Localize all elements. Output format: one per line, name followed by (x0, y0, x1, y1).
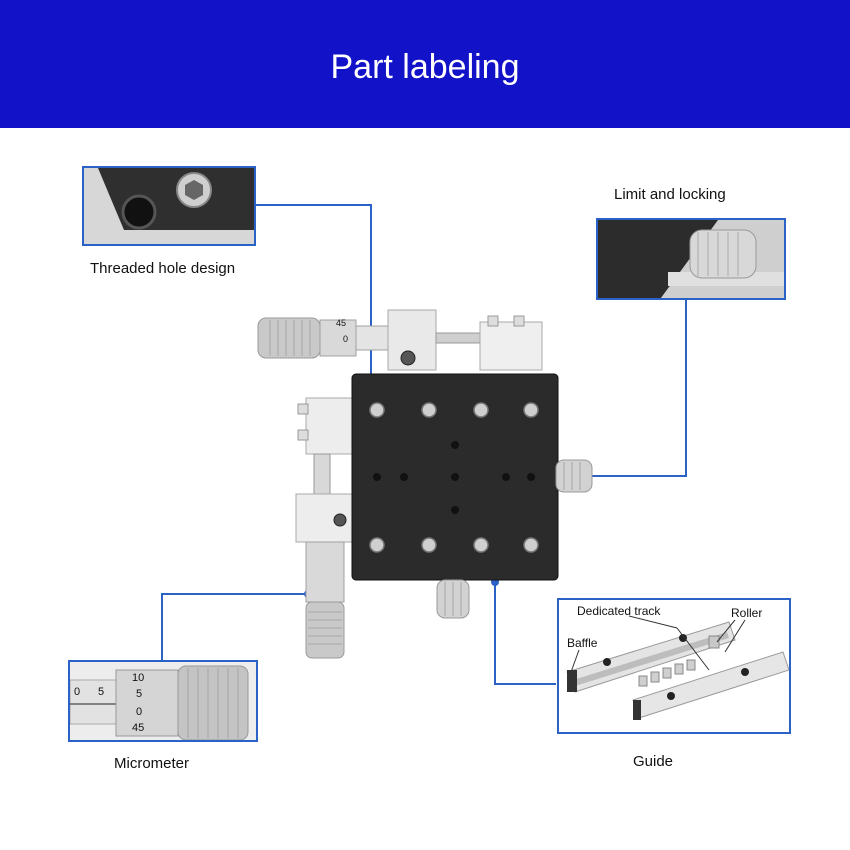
screw-icon (333, 513, 347, 527)
stage-body (351, 373, 593, 619)
top-micrometer (257, 309, 543, 371)
guide-line (494, 582, 556, 685)
threaded-hole-line (254, 204, 372, 395)
thimble-label-0: 0 (136, 706, 143, 718)
thimble-label-5: 5 (136, 688, 143, 700)
scale-label-0: 0 (74, 686, 81, 698)
guide-inset: Dedicated track Roller Baffle (557, 598, 791, 734)
left-micrometer (295, 397, 357, 659)
guide-label: Guide (633, 753, 674, 770)
scale-label-5: 5 (98, 686, 105, 698)
threaded-hole-inset (82, 166, 256, 246)
threaded-hole-icon (121, 194, 157, 230)
top-micrometer-scale-45: 45 (336, 318, 347, 328)
roller-label: Roller (731, 606, 763, 620)
thimble-label-10: 10 (132, 672, 145, 684)
header-banner: Part labeling (0, 0, 850, 128)
micrometer-line (161, 593, 308, 666)
screw-icon (400, 350, 416, 366)
lock-knob-icon (689, 229, 757, 279)
micrometer-thimble-icon (177, 665, 249, 740)
baffle-label: Baffle (567, 636, 598, 650)
micrometer-label: Micrometer (114, 755, 190, 772)
limit-locking-line (580, 298, 687, 477)
limit-locking-inset (596, 218, 786, 300)
page-title: Part labeling (330, 48, 520, 86)
baffle-icon (567, 670, 577, 692)
micrometer-inset: 0 5 10 5 0 45 (68, 660, 258, 742)
threaded-hole-label: Threaded hole design (90, 260, 236, 277)
limit-locking-label: Limit and locking (614, 186, 726, 203)
dedicated-track-label: Dedicated track (577, 604, 661, 618)
thimble-label-45: 45 (132, 722, 145, 734)
top-micrometer-scale-0: 0 (343, 334, 349, 344)
roller-icon (708, 635, 720, 649)
